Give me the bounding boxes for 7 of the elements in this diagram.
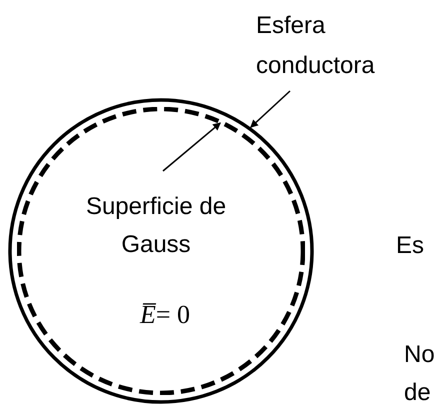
text-label: Esfera conductora [256,4,436,88]
leader-arrow [250,90,290,128]
text-label: No de [404,340,436,408]
leader-arrow [162,122,221,172]
field-equation: E̅= 0 [138,299,192,331]
text-label: Es [396,231,426,261]
text-label: Superficie de Gauss [82,186,230,266]
